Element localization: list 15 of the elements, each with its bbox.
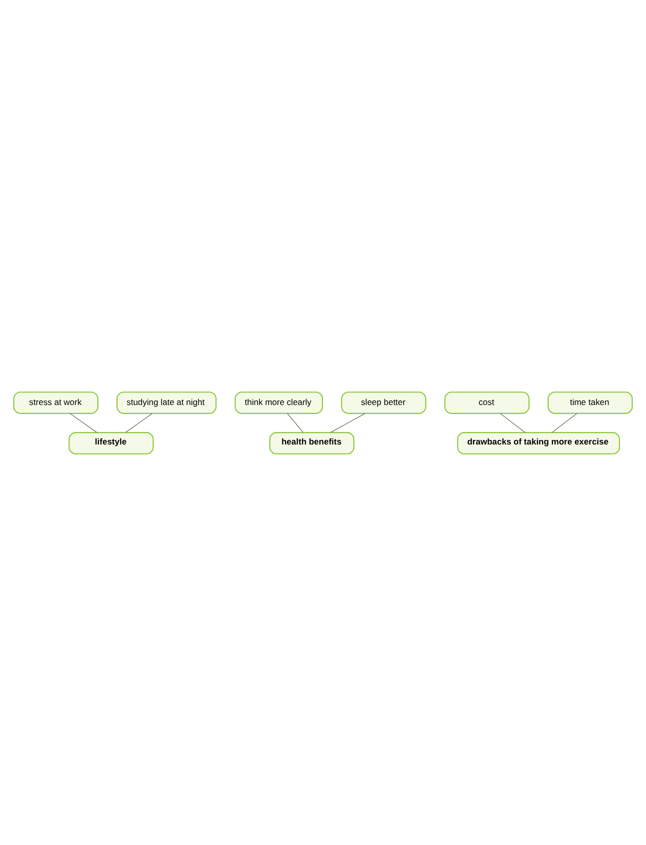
node-box: cost xyxy=(444,391,530,414)
node-box: studying late at night xyxy=(116,391,217,414)
connector xyxy=(552,412,578,432)
connector xyxy=(330,412,366,432)
connector xyxy=(500,412,526,432)
node-box: stress at work xyxy=(13,391,98,414)
node-box: health benefits xyxy=(269,432,354,454)
node-box: time taken xyxy=(548,391,633,414)
node-box: sleep better xyxy=(341,391,426,414)
connector xyxy=(125,412,153,432)
node-box: think more clearly xyxy=(234,391,323,414)
connector xyxy=(287,412,304,432)
node-box: lifestyle xyxy=(68,432,154,454)
connector xyxy=(70,412,98,432)
node-box: drawbacks of taking more exercise xyxy=(457,432,620,454)
